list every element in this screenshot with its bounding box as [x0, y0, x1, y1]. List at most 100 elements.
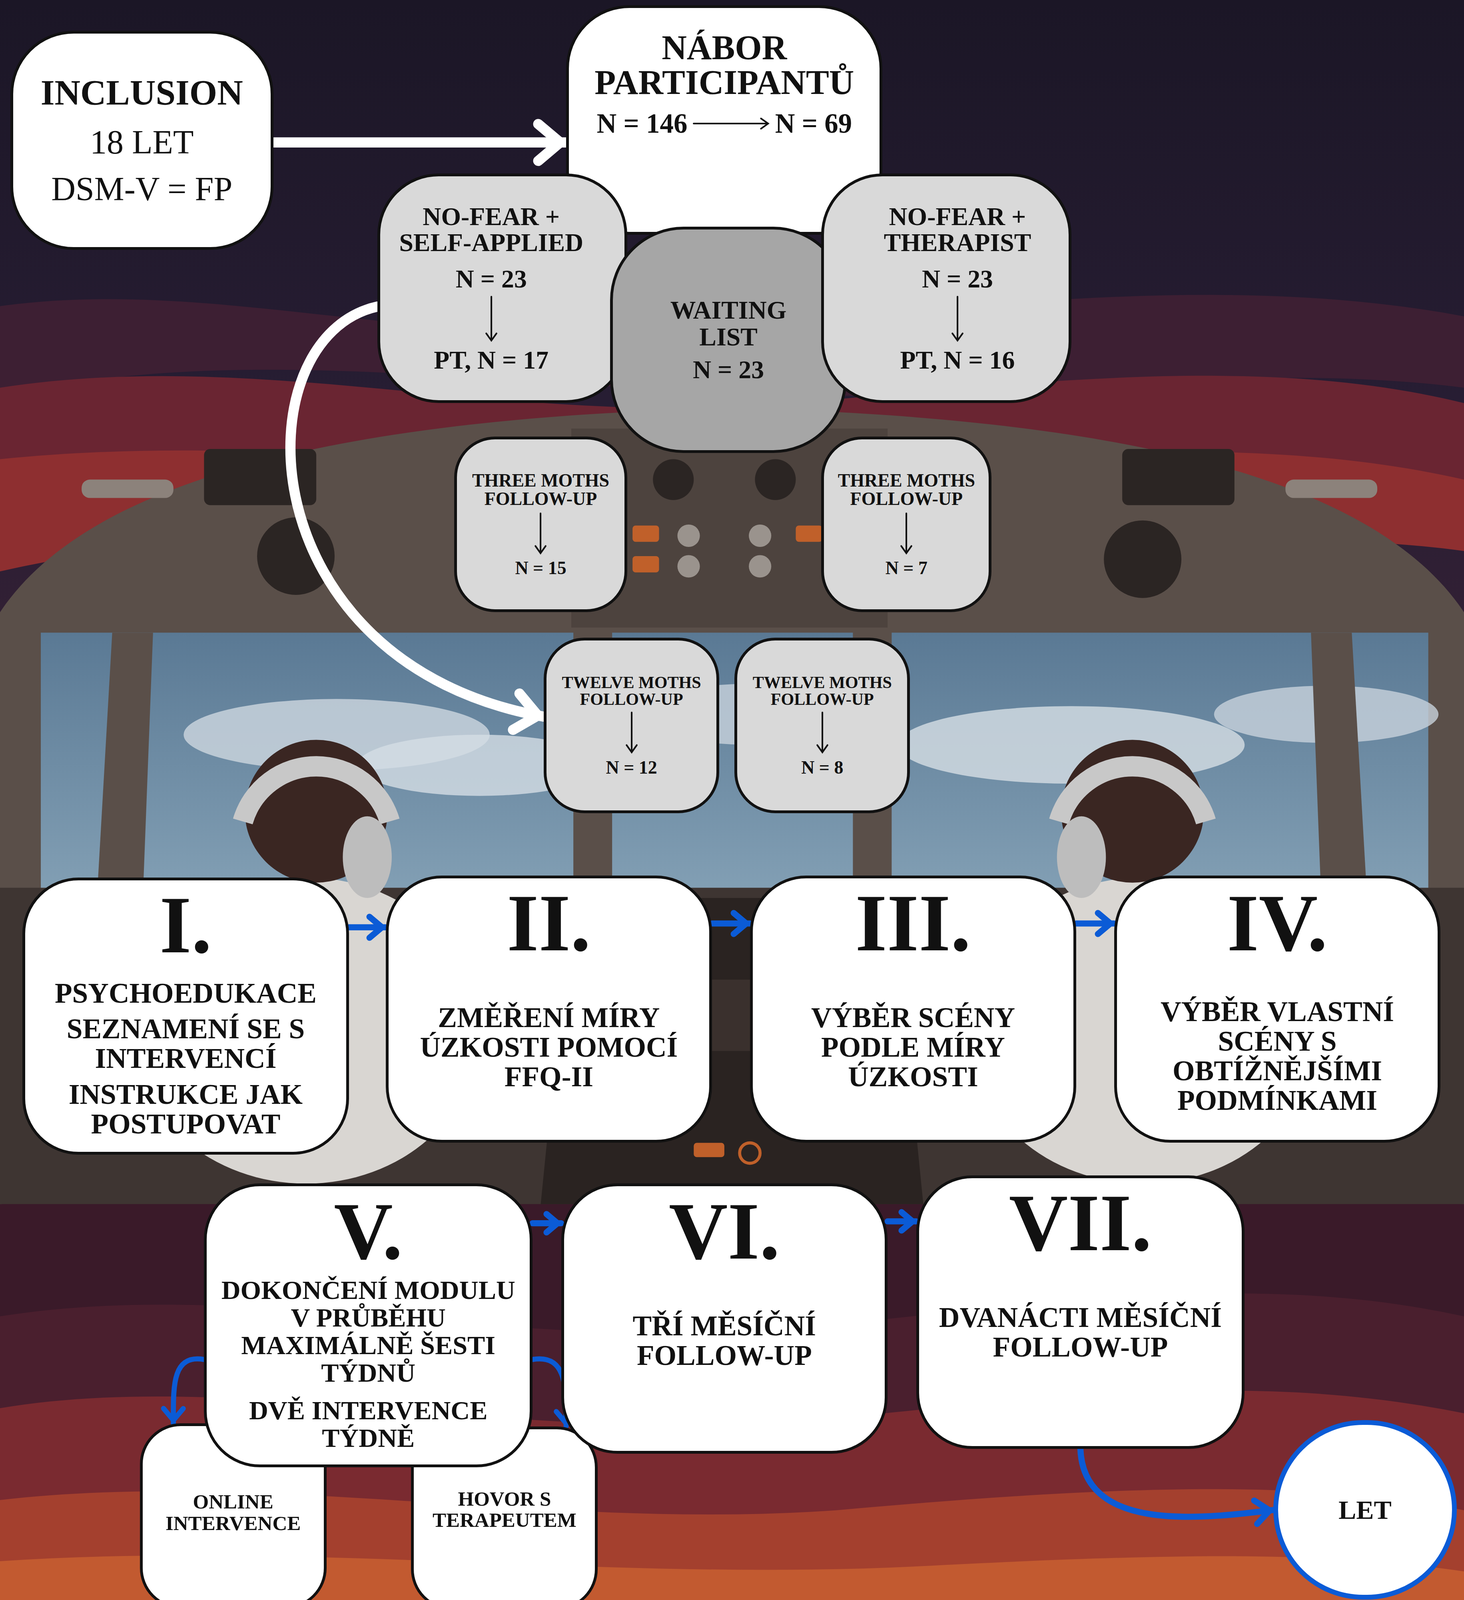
inner-arrow [620, 710, 643, 756]
node-content: III.VÝBĚR SCÉNY PODLE MÍRY ÚZKOSTI [764, 884, 1062, 1092]
center-console [693, 1142, 725, 1158]
connector [532, 1214, 561, 1233]
pilot-figures [1059, 766, 1206, 822]
inner-arrow-line [952, 297, 963, 342]
inner-arrow [895, 511, 918, 557]
panel-details [677, 524, 700, 547]
follow-up-box: TWELVE MOTHS FOLLOW-UPN = 12 [543, 637, 720, 814]
step-box: VII. DVANÁCTI MĚSÍČNÍ FOLLOW-UP [916, 1175, 1245, 1449]
node-content: VI.TŘÍ MĚSÍČNÍ FOLLOW-UP [576, 1192, 873, 1371]
node-content: I. PSYCHOEDUKACE SEZNAMENÍ SE S INTERVENCÍ… [37, 886, 334, 1139]
step-box: I. PSYCHOEDUKACE SEZNAMENÍ SE S INTERVENCÍ… [22, 877, 350, 1155]
node-title: HOVOR S TERAPEUTEM [428, 1488, 582, 1532]
panel-details [748, 554, 772, 578]
inner-arrow [811, 710, 834, 756]
node-text: SEZNAMENÍ SE S INTERVENCÍ [37, 1013, 334, 1074]
node-title: LET [1338, 1496, 1392, 1524]
node-text: PT, N = 17 [433, 347, 549, 373]
inner-arrow-line [486, 297, 497, 342]
node-content: THREE MOTHS FOLLOW-UPN = 7 [830, 471, 984, 578]
node-text: INSTRUKCE JAK POSTUPOVAT [37, 1079, 334, 1139]
node-text: N = 146 [596, 109, 688, 138]
node-text: TŘÍ MĚSÍČNÍ FOLLOW-UP [576, 1310, 873, 1371]
inner-arrow [691, 112, 772, 135]
goal-box: LET [1273, 1420, 1457, 1600]
node-text: N = 8 [801, 758, 844, 777]
count-row: N = 146 N = 69 [596, 109, 853, 138]
node-text: N = 23 [921, 265, 994, 292]
node-title: VII. [1009, 1184, 1152, 1262]
node-title: THREE MOTHS FOLLOW-UP [462, 471, 619, 509]
center-console [739, 1142, 760, 1164]
cockpit-body [40, 632, 1429, 898]
node-title: V. [333, 1192, 403, 1271]
arrow-head [369, 916, 382, 938]
inner-arrow-line [535, 513, 547, 554]
cockpit-body [96, 632, 153, 898]
step-box: VI.TŘÍ MĚSÍČNÍ FOLLOW-UP [561, 1183, 888, 1454]
connector-line [273, 137, 567, 148]
node-title: II. [506, 884, 591, 962]
step-box: II. ZMĚŘENÍ MÍRY ÚZKOSTI POMOCÍ FFQ-II [385, 875, 713, 1143]
node-content: NÁBOR PARTICIPANTŮN = 146N = 69 [577, 30, 872, 138]
connector [273, 123, 567, 161]
panel-details [1122, 448, 1235, 505]
node-content: INCLUSION18 LETDSM-V = FP [25, 71, 259, 209]
connector [163, 1358, 204, 1424]
node-text: ZMĚŘENÍ MÍRY ÚZKOSTI POMOCÍ FFQ-II [400, 1002, 697, 1092]
inner-arrow [480, 294, 503, 344]
panel-details [632, 556, 659, 573]
panel-details [795, 525, 822, 542]
connector [1076, 913, 1114, 935]
node-content: TWELVE MOTHS FOLLOW-UPN = 12 [552, 674, 711, 778]
inner-arrow-line [901, 513, 912, 554]
inner-arrow-line [626, 712, 637, 753]
inner-arrow-line [693, 118, 768, 130]
panel-details [652, 459, 694, 501]
node-title: INCLUSION [40, 71, 244, 114]
group-box: NO-FEAR + SELF-APPLIED N = 23 PT, N = 17 [377, 173, 628, 403]
cockpit-body [0, 408, 1464, 1205]
node-content: HOVOR S TERAPEUTEM [422, 1488, 587, 1532]
node-text: N = 23 [692, 356, 764, 383]
cockpit-body [1310, 632, 1367, 898]
arrow-head [512, 693, 538, 731]
pilot-figures [1057, 816, 1106, 898]
node-text: PSYCHOEDUKACE [54, 978, 317, 1008]
node-title: I. [159, 886, 212, 964]
follow-up-box: THREE MOTHS FOLLOW-UPN = 15 [454, 436, 628, 613]
cockpit-body [0, 408, 1464, 1205]
connector [1080, 1448, 1273, 1524]
arrow-head [163, 1408, 184, 1421]
follow-up-box: THREE MOTHS FOLLOW-UPN = 7 [821, 436, 992, 613]
panel-details [1103, 520, 1182, 599]
wave-bands [0, 1150, 1464, 1600]
inner-arrow [529, 511, 552, 557]
node-content: THREE MOTHS FOLLOW-UPN = 15 [462, 471, 619, 578]
arrow-head [1254, 1500, 1270, 1524]
step-box: III.VÝBĚR SCÉNY PODLE MÍRY ÚZKOSTI [749, 875, 1077, 1143]
node-title: ONLINE INTERVENCE [150, 1491, 316, 1534]
group-box: NO-FEAR + THERAPISTN = 23PT, N = 16 [821, 173, 1072, 403]
step-box: IV.VÝBĚR VLASTNÍ SCÉNY S OBTÍŽNĚJŠÍMI PO… [1114, 875, 1441, 1143]
node-title: NO-FEAR + SELF-APPLIED [388, 203, 595, 256]
node-text: DVANÁCTI MĚSÍČNÍ FOLLOW-UP [931, 1302, 1230, 1363]
panel-details [81, 428, 1378, 628]
node-title: TWELVE MOTHS FOLLOW-UP [743, 674, 902, 708]
connector [712, 913, 750, 935]
node-text: VÝBĚR SCÉNY PODLE MÍRY ÚZKOSTI [764, 1002, 1062, 1092]
arrow-head [733, 913, 746, 935]
panel-details [257, 517, 335, 595]
panel-details [81, 479, 174, 499]
node-text: N = 69 [775, 109, 852, 138]
inner-arrow-line [817, 712, 828, 753]
arrow-head [538, 123, 561, 161]
node-text: 18 LET [89, 123, 194, 162]
node-text: N = 23 [455, 265, 527, 292]
connector [887, 1212, 916, 1231]
inclusion-box: INCLUSION18 LETDSM-V = FP [10, 30, 274, 251]
arrow-head [546, 1214, 558, 1233]
node-title: WAITING LIST [652, 296, 806, 351]
